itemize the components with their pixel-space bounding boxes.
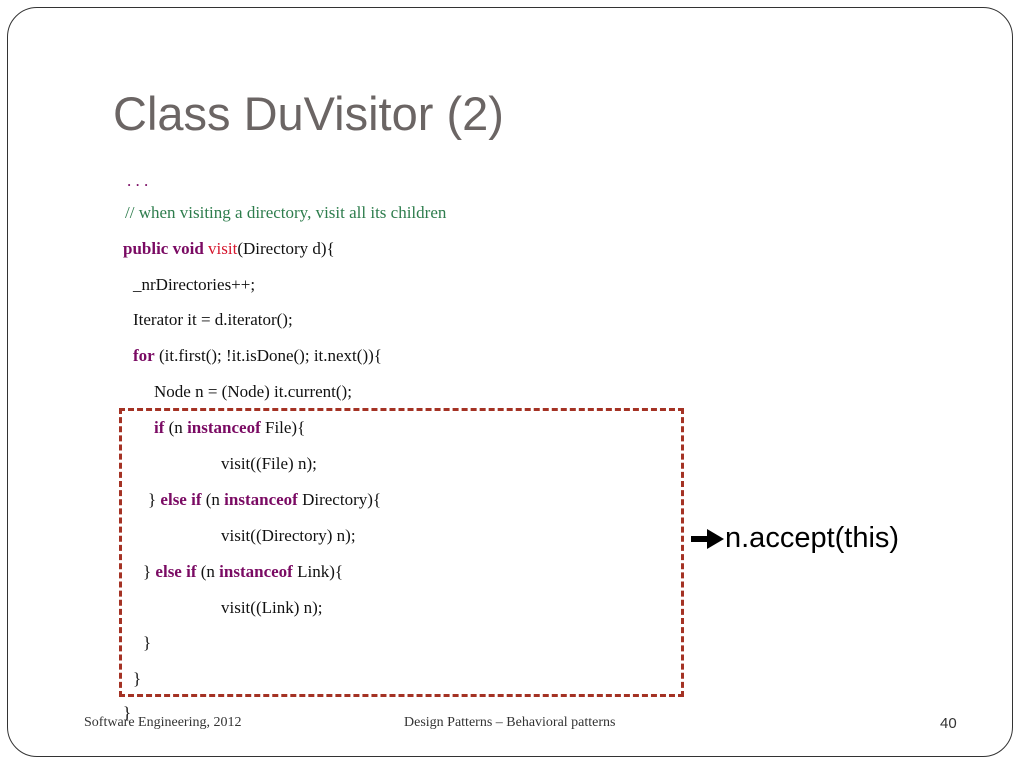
code-comment: // when visiting a directory, visit all … <box>125 203 447 222</box>
code-else-if-link: } else if (n instanceof Link){ <box>143 562 343 582</box>
code-visit-directory: visit((Directory) n); <box>221 526 356 545</box>
code-node-line: Node n = (Node) it.current(); <box>154 382 352 401</box>
footer-course: Software Engineering, 2012 <box>84 715 242 730</box>
code-close-method: } <box>123 703 132 722</box>
code-close-for: } <box>133 669 142 688</box>
keyword-void: void <box>172 239 204 258</box>
keyword-instanceof: instanceof <box>219 562 293 581</box>
code-method-signature: public void visit(Directory d){ <box>123 239 335 259</box>
keyword-if: if <box>154 418 165 437</box>
code-for-loop: for (it.first(); !it.isDone(); it.next()… <box>133 346 382 366</box>
keyword-else-if: else if <box>160 490 202 509</box>
slide-frame <box>7 7 1013 757</box>
if-file-rest: File){ <box>260 418 306 437</box>
keyword-public: public <box>123 239 169 258</box>
code-visit-file: visit((File) n); <box>221 454 317 473</box>
if-link-rest: Link){ <box>292 562 344 581</box>
for-rest: (it.first(); !it.isDone(); it.next()){ <box>154 346 382 365</box>
code-ellipsis: . . . <box>127 171 149 190</box>
arrow-right-icon <box>691 528 724 549</box>
else-prefix: } <box>143 562 156 581</box>
if-open: (n <box>164 418 188 437</box>
keyword-for: for <box>133 346 155 365</box>
page-number: 40 <box>940 715 957 732</box>
code-visit-link: visit((Link) n); <box>221 598 323 617</box>
if-open: (n <box>196 562 220 581</box>
code-if-file: if (n instanceof File){ <box>154 418 305 438</box>
signature-rest: (Directory d){ <box>237 239 335 258</box>
annotation-text: n.accept(this) <box>725 522 900 554</box>
code-increment: _nrDirectories++; <box>133 275 256 294</box>
code-else-if-directory: } else if (n instanceof Directory){ <box>148 490 381 510</box>
code-close-inner: } <box>143 633 152 652</box>
method-name: visit <box>208 239 238 258</box>
code-iterator: Iterator it = d.iterator(); <box>133 310 293 329</box>
if-dir-rest: Directory){ <box>297 490 382 509</box>
if-open: (n <box>201 490 225 509</box>
highlight-dashed-box <box>119 408 684 697</box>
slide-title: Class DuVisitor (2) <box>113 87 504 140</box>
keyword-instanceof: instanceof <box>187 418 261 437</box>
keyword-else-if: else if <box>155 562 197 581</box>
footer-topic: Design Patterns – Behavioral patterns <box>404 715 616 730</box>
else-prefix: } <box>148 490 161 509</box>
keyword-instanceof: instanceof <box>224 490 298 509</box>
annotation: n.accept(this) <box>689 522 899 555</box>
